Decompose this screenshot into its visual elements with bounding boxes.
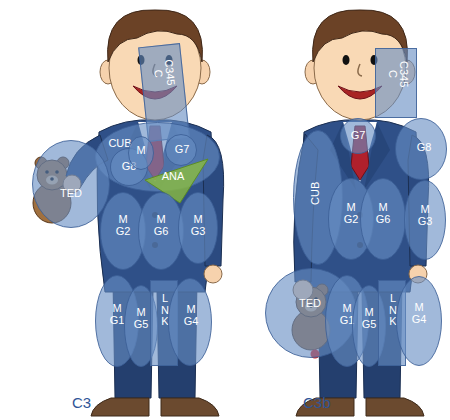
ellipse-region: M G6: [360, 178, 406, 260]
ellipse-region: M: [128, 136, 154, 170]
region-label: G8: [415, 142, 433, 154]
rect-region: C345 C: [375, 48, 417, 118]
ellipse-region: G7: [340, 118, 376, 154]
region-label: M G6: [374, 202, 392, 225]
region-label: M G2: [114, 214, 132, 237]
region-label: M G2: [342, 202, 360, 225]
ellipse-region: M G6: [138, 192, 184, 270]
ellipse-region: M G4: [396, 276, 442, 366]
region-label: TED: [295, 298, 325, 310]
region-label: M G3: [416, 204, 434, 227]
region-label: M G4: [182, 304, 200, 327]
figure-caption: C3b: [303, 394, 331, 411]
region-ellipse: [139, 193, 184, 270]
region-label: C345 C: [386, 57, 409, 91]
ellipse-region: G8: [395, 118, 447, 180]
region-outline: [32, 140, 110, 228]
region-label: M G5: [360, 307, 378, 330]
region-label: ANA: [160, 171, 186, 183]
ellipse-region: G7: [165, 134, 197, 166]
man-left: [91, 10, 224, 416]
region-ellipse: [341, 119, 376, 154]
region-label: G7: [173, 144, 191, 156]
region-ellipse: [179, 193, 218, 264]
ellipse-region: TED: [32, 140, 110, 228]
region-ellipse: [405, 181, 446, 260]
region-ellipse: [129, 137, 154, 170]
region-label: C345 C: [150, 55, 177, 91]
region-label: M G4: [410, 302, 428, 325]
region-label: CUB: [310, 178, 322, 208]
region-label: M G1: [108, 303, 126, 326]
region-ellipse: [33, 141, 110, 228]
region-label: M: [135, 145, 147, 157]
ellipse-region: M G3: [178, 192, 218, 264]
region-label: M G3: [189, 214, 207, 237]
region-label: G7: [349, 130, 367, 142]
ellipse-region: M G3: [404, 180, 446, 260]
region-ellipse: [361, 179, 406, 260]
region-ellipse: [166, 135, 197, 166]
figure-caption: C3: [72, 394, 91, 411]
region-label: TED: [56, 188, 86, 200]
ellipse-region: M G4: [168, 278, 212, 366]
region-ellipse: [396, 119, 447, 180]
region-ellipse: [397, 277, 442, 366]
region-label: M G6: [152, 214, 170, 237]
region-ellipse: [169, 279, 212, 366]
region-label: M G5: [132, 307, 150, 330]
